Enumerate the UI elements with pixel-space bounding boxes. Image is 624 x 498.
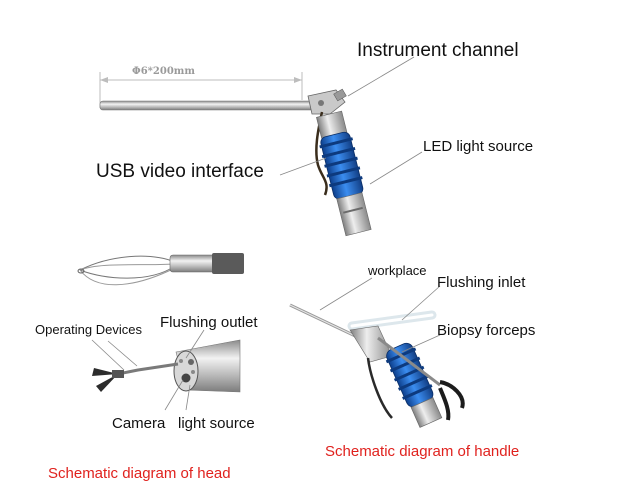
forceps-tool <box>92 362 179 392</box>
camera-label: Camera <box>112 415 166 432</box>
top-leader-lines <box>279 56 423 185</box>
basket-device <box>77 253 244 286</box>
flushing-inlet-label: Flushing inlet <box>437 274 526 291</box>
biopsy-forceps-handle <box>377 336 465 421</box>
instrument-channel-label: Instrument channel <box>357 40 519 61</box>
handle-leader-lines <box>319 277 441 353</box>
workplace-label: workplace <box>368 263 427 278</box>
biopsy-forceps-label: Biopsy forceps <box>437 322 536 339</box>
usb-video-interface-label: USB video interface <box>96 161 264 182</box>
dimension-arrow <box>99 72 303 108</box>
head-caption: Schematic diagram of head <box>48 465 231 482</box>
handle-body <box>349 325 443 428</box>
flushing-tube <box>347 310 437 331</box>
handle-caption: Schematic diagram of handle <box>325 443 520 460</box>
flushing-outlet-label: Flushing outlet <box>160 314 258 331</box>
scope-joint <box>307 88 347 115</box>
light-source-label: light source <box>178 415 255 432</box>
led-light-source-label: LED light source <box>423 138 534 155</box>
dimension-label: Φ6*200mm <box>132 66 195 77</box>
scope-handle <box>316 110 372 237</box>
usb-cable <box>315 111 328 196</box>
scope-tip <box>173 339 241 393</box>
scope-shaft <box>99 100 315 111</box>
head-leader-lines <box>91 329 205 411</box>
operating-devices-label: Operating Devices <box>35 322 142 337</box>
